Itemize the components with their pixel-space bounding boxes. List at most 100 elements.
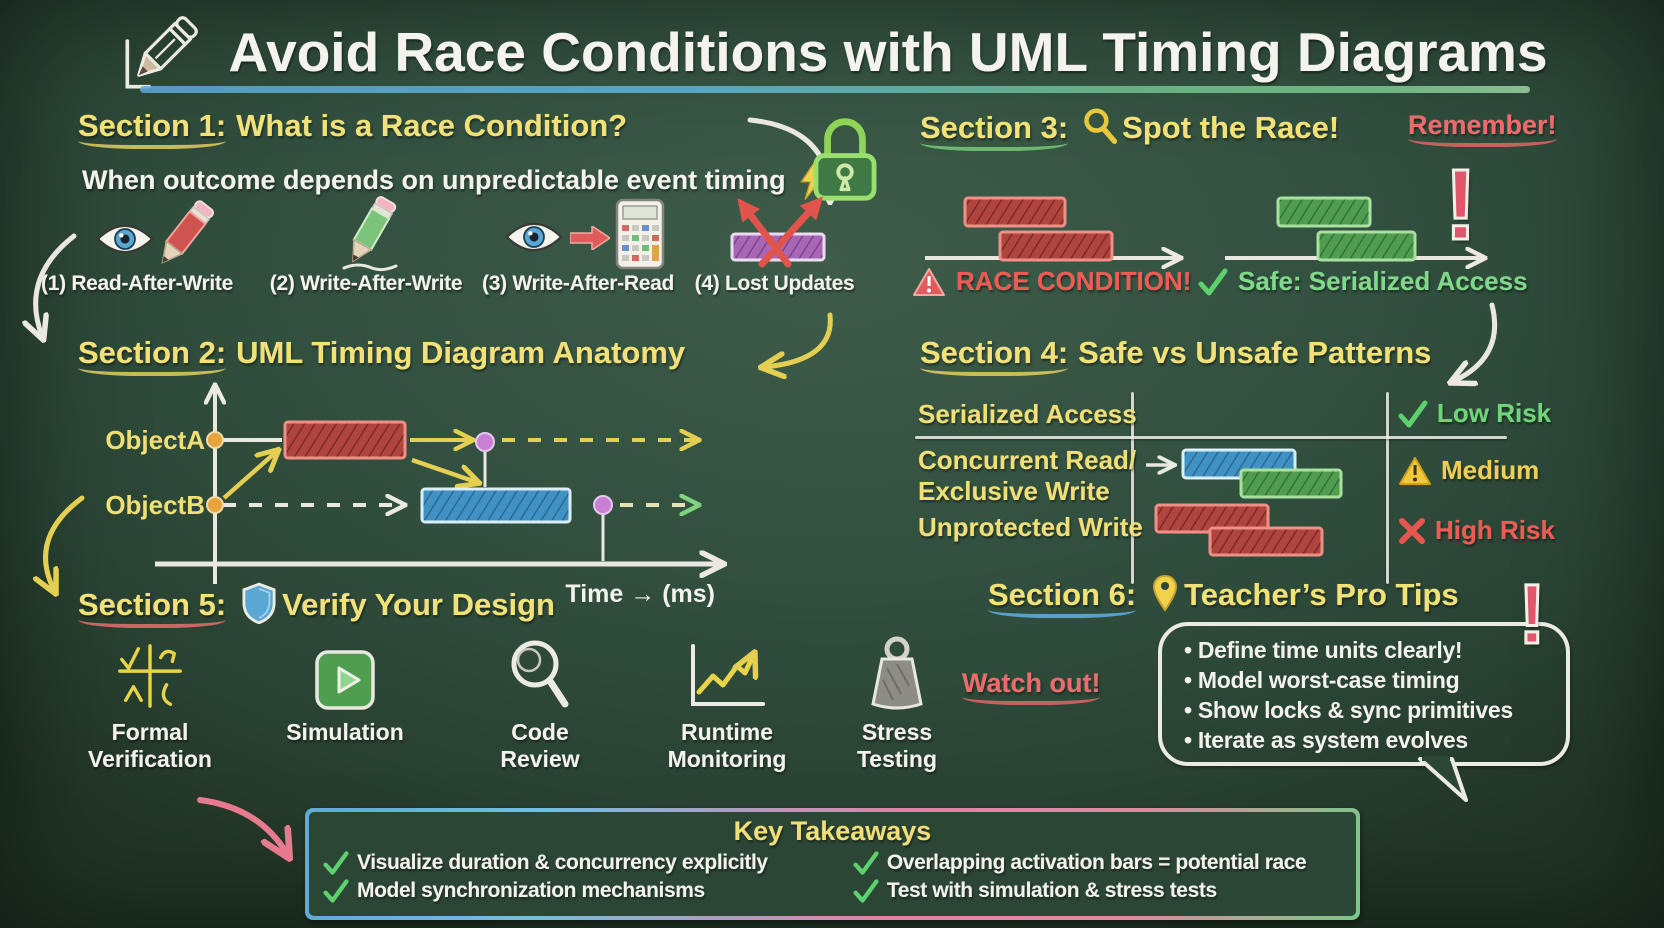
section1-title: Section 1: What is a Race Condition? xyxy=(78,108,628,149)
activation-bar-red xyxy=(998,230,1114,262)
monitoring-chart-icon xyxy=(691,644,765,706)
table-divider-vertical xyxy=(1386,392,1389,584)
activation-bar-red xyxy=(283,420,407,460)
activation-bar-red xyxy=(1208,526,1324,557)
crossed-arrows-icon xyxy=(737,196,824,268)
state-dot-orange xyxy=(206,431,224,449)
lifeline-objectb-label: ObjectB xyxy=(105,490,205,520)
section5-label: Section 5: xyxy=(78,587,227,628)
check-icon xyxy=(853,851,879,875)
weight-icon xyxy=(871,636,923,710)
section5-heading: Verify Your Design xyxy=(282,587,555,622)
risk-low: Low Risk xyxy=(1398,398,1551,429)
tip-item: Iterate as system evolves xyxy=(1184,725,1552,755)
section2-label: Section 2: xyxy=(78,335,227,376)
check-icon xyxy=(323,879,349,903)
eye-icon xyxy=(96,224,154,254)
state-dot-orange xyxy=(206,496,224,514)
safe-caption: Safe: Serialized Access xyxy=(1198,266,1528,297)
section1-label: Section 1: xyxy=(78,108,227,149)
simulation-play-icon xyxy=(315,650,375,710)
tip-item: Define time units clearly! xyxy=(1184,635,1552,665)
race-caption: RACE CONDITION! xyxy=(912,266,1191,297)
activation-bar-green xyxy=(1316,230,1417,262)
key-takeaways-inner: Key Takeaways Visualize duration & concu… xyxy=(309,812,1356,916)
activation-bar-red xyxy=(963,196,1067,228)
warning-icon xyxy=(1399,456,1431,485)
curved-arrow-to-section4 xyxy=(1420,302,1498,400)
curved-arrow-left-white xyxy=(12,233,77,358)
section6-title: Section 6: Teacher’s Pro Tips xyxy=(988,574,1459,618)
item-label-2: (2) Write-After-Write xyxy=(269,272,463,295)
section3-title: Section 3: Spot the Race! xyxy=(920,106,1340,151)
pattern-unprotected: Unprotected Write xyxy=(918,512,1143,542)
takeaway-item: Test with simulation & stress tests xyxy=(853,878,1342,904)
section1-heading: What is a Race Condition? xyxy=(236,108,628,143)
eye-icon xyxy=(505,222,563,252)
cross-icon xyxy=(1399,517,1425,544)
check-icon xyxy=(853,879,879,903)
risk-medium: Medium xyxy=(1398,455,1539,486)
race-condition-diagram xyxy=(925,196,1210,272)
pro-tips-bubble: Define time units clearly! Model worst-c… xyxy=(1158,622,1570,766)
exclamation-mark: ! xyxy=(1517,566,1548,663)
method-formal-verification: Formal Verification xyxy=(75,632,225,773)
section4-heading: Safe vs Unsafe Patterns xyxy=(1078,335,1432,370)
serialized-access-diagram xyxy=(1225,196,1505,272)
activation-bar-green xyxy=(1276,196,1372,228)
section4-label: Section 4: xyxy=(920,335,1069,376)
pattern-concurrent: Concurrent Read/ Exclusive Write xyxy=(918,445,1137,506)
takeaway-item: Model synchronization mechanisms xyxy=(323,878,853,904)
title-underline xyxy=(140,86,1530,93)
section3-label: Section 3: xyxy=(920,110,1069,151)
time-axis-label: Time → (ms) xyxy=(565,580,715,608)
bubble-tail xyxy=(1418,756,1468,802)
section5-title: Section 5: Verify Your Design xyxy=(78,582,555,628)
method-simulation: Simulation xyxy=(265,632,425,746)
event-dot-purple xyxy=(593,495,613,515)
method-runtime-monitoring: Runtime Monitoring xyxy=(652,632,802,773)
key-takeaways-grid: Visualize duration & concurrency explici… xyxy=(323,850,1342,904)
check-icon xyxy=(1198,268,1228,295)
red-pencil-icon xyxy=(161,200,215,264)
magnifier-icon xyxy=(511,640,569,708)
section2-title: Section 2: UML Timing Diagram Anatomy xyxy=(78,335,686,376)
takeaway-item: Overlapping activation bars = potential … xyxy=(853,850,1342,876)
item-label-4: (4) Lost Updates xyxy=(694,272,855,295)
activation-bar-green xyxy=(1239,468,1343,499)
check-icon xyxy=(1398,400,1428,427)
key-takeaways-title: Key Takeaways xyxy=(733,816,932,846)
method-code-review: Code Review xyxy=(480,632,600,773)
section1-subtitle-row: When outcome depends on unpredictable ev… xyxy=(82,160,828,200)
formal-verification-icon xyxy=(118,644,182,708)
magnifier-icon xyxy=(1084,108,1118,144)
exclamation-mark: ! xyxy=(1442,148,1478,263)
check-icon xyxy=(323,851,349,875)
pro-tips-list: Define time units clearly! Model worst-c… xyxy=(1162,635,1566,755)
section2-heading: UML Timing Diagram Anatomy xyxy=(236,335,686,370)
takeaway-item: Visualize duration & concurrency explici… xyxy=(323,850,853,876)
section3-heading: Spot the Race! xyxy=(1122,110,1340,145)
tip-item: Model worst-case timing xyxy=(1184,665,1552,695)
table-divider-horizontal xyxy=(915,436,1507,439)
pattern-serialized: Serialized Access xyxy=(918,399,1137,429)
red-warning-icon xyxy=(913,267,945,296)
red-arrow-icon xyxy=(570,226,610,250)
green-pencil-icon xyxy=(342,196,398,272)
activation-bar-blue xyxy=(420,487,572,524)
shield-icon xyxy=(242,582,276,625)
pencil-icon xyxy=(125,16,199,89)
risk-high: High Risk xyxy=(1398,515,1555,546)
section6-label: Section 6: xyxy=(988,577,1137,618)
lifeline-objecta-label: ObjectA xyxy=(105,425,205,455)
item-label-1: (1) Read-After-Write xyxy=(41,272,233,295)
padlock-icon xyxy=(813,118,877,201)
section6-heading: Teacher’s Pro Tips xyxy=(1184,577,1459,612)
uml-timing-diagram: Time → (ms) ObjectA ObjectB xyxy=(105,372,840,608)
watch-out-note: Watch out! xyxy=(962,668,1101,705)
key-takeaways-box: Key Takeaways Visualize duration & concu… xyxy=(305,808,1360,920)
pattern-bars-diagram xyxy=(1146,448,1343,557)
curved-arrow-pink-to-takeaways xyxy=(197,797,315,878)
section1-subtitle: When outcome depends on unpredictable ev… xyxy=(82,164,786,195)
